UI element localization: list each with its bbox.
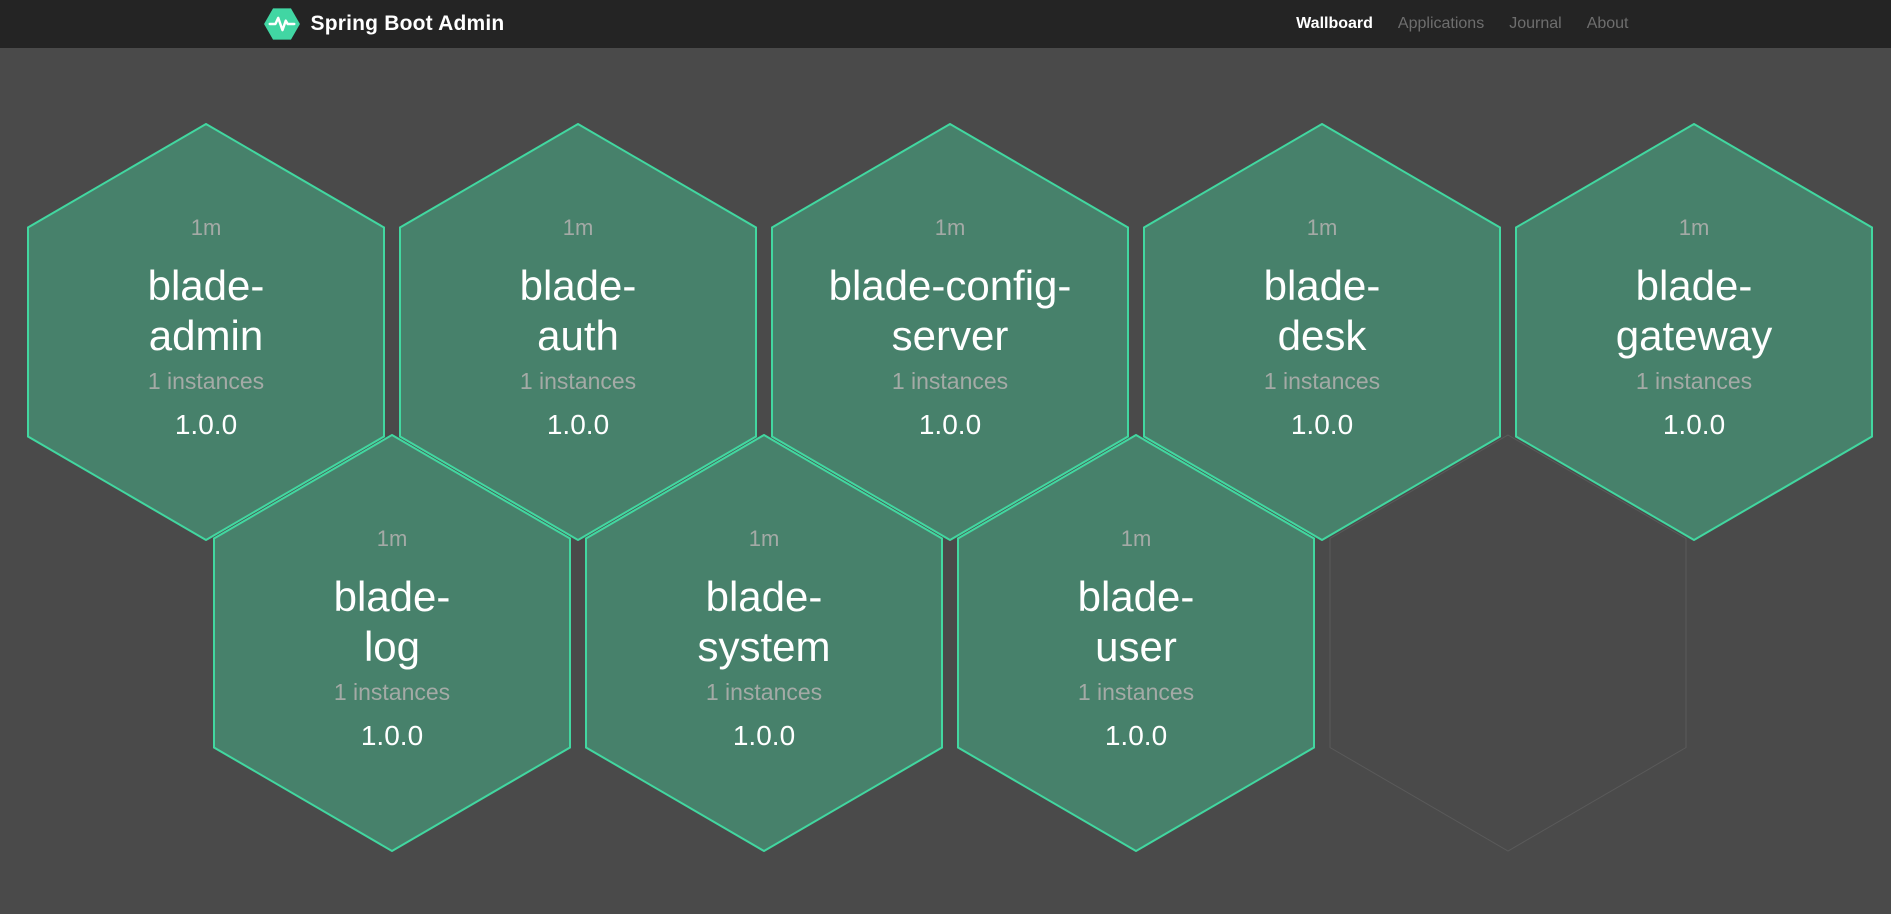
instances-label: 1 instances — [705, 679, 823, 705]
instances-label: 1 instances — [1263, 368, 1381, 394]
wallboard-grid: 1m blade- admin 1 instances 1.0.0 1m bla… — [0, 48, 1891, 914]
app-name: blade- auth — [519, 262, 637, 359]
tile-text: 1m blade- desk 1 instances 1.0.0 — [1142, 123, 1502, 541]
app-hexagon-blade-user[interactable]: 1m blade- user 1 instances 1.0.0 — [956, 434, 1316, 852]
brand-link[interactable]: Spring Boot Admin — [263, 7, 505, 41]
hexagon-shape — [399, 123, 757, 541]
instances-label: 1 instances — [333, 679, 451, 705]
uptime-label: 1m — [1678, 215, 1710, 240]
version-label: 1.0.0 — [1290, 409, 1354, 440]
app-title: Spring Boot Admin — [310, 12, 505, 35]
version-label: 1.0.0 — [360, 720, 424, 751]
version-label: 1.0.0 — [732, 720, 796, 751]
instances-label: 1 instances — [1077, 679, 1195, 705]
nav-item-journal[interactable]: Journal — [1509, 15, 1562, 32]
uptime-label: 1m — [190, 215, 222, 240]
app-name: blade- admin — [147, 262, 265, 359]
version-label: 1.0.0 — [1104, 720, 1168, 751]
app-name: blade- user — [1077, 573, 1195, 670]
hexagon-shape — [771, 123, 1129, 541]
hexagon-outline-shape — [1329, 434, 1687, 852]
hexagon-shape — [957, 434, 1315, 852]
app-name: blade-config- server — [828, 262, 1072, 359]
tile-text: 1m blade- user 1 instances 1.0.0 — [956, 434, 1316, 852]
pulse-hexagon-icon — [263, 8, 300, 40]
hexagon-shape — [213, 434, 571, 852]
app-hexagon-blade-config-server[interactable]: 1m blade-config- server 1 instances 1.0.… — [770, 123, 1130, 541]
hexagon-shape — [585, 434, 943, 852]
app-name: blade- system — [697, 573, 831, 670]
version-label: 1.0.0 — [546, 409, 610, 440]
nav-item-applications[interactable]: Applications — [1397, 15, 1485, 32]
app-hexagon-blade-auth[interactable]: 1m blade- auth 1 instances 1.0.0 — [398, 123, 758, 541]
instances-label: 1 instances — [147, 368, 265, 394]
app-hexagon-blade-admin[interactable]: 1m blade- admin 1 instances 1.0.0 — [26, 123, 386, 541]
top-navbar: Spring Boot Admin Wallboard Applications… — [0, 0, 1891, 48]
version-label: 1.0.0 — [1662, 409, 1726, 440]
navbar-links: Wallboard Applications Journal About — [1296, 15, 1628, 33]
tile-text: 1m blade- gateway 1 instances 1.0.0 — [1514, 123, 1874, 541]
uptime-label: 1m — [376, 526, 408, 551]
app-hexagon-blade-log[interactable]: 1m blade- log 1 instances 1.0.0 — [212, 434, 572, 852]
app-hexagon-blade-gateway[interactable]: 1m blade- gateway 1 instances 1.0.0 — [1514, 123, 1874, 541]
app-name: blade- desk — [1263, 262, 1381, 359]
uptime-label: 1m — [1120, 526, 1152, 551]
instances-label: 1 instances — [519, 368, 637, 394]
tile-text: 1m blade- system 1 instances 1.0.0 — [584, 434, 944, 852]
hexagon-shape — [1515, 123, 1873, 541]
hexagon-shape — [1143, 123, 1501, 541]
version-label: 1.0.0 — [174, 409, 238, 440]
uptime-label: 1m — [562, 215, 594, 240]
hexagon-shape — [27, 123, 385, 541]
tile-text: 1m blade-config- server 1 instances 1.0.… — [770, 123, 1130, 541]
version-label: 1.0.0 — [918, 409, 982, 440]
nav-item-about[interactable]: About — [1586, 15, 1629, 32]
instances-label: 1 instances — [1635, 368, 1753, 394]
uptime-label: 1m — [1306, 215, 1338, 240]
navbar-inner: Spring Boot Admin Wallboard Applications… — [263, 0, 1629, 48]
tile-text: 1m blade- auth 1 instances 1.0.0 — [398, 123, 758, 541]
app-hexagon-blade-desk[interactable]: 1m blade- desk 1 instances 1.0.0 — [1142, 123, 1502, 541]
uptime-label: 1m — [934, 215, 966, 240]
app-name: blade- log — [333, 573, 451, 670]
empty-hexagon-placeholder — [1328, 434, 1688, 852]
nav-item-wallboard[interactable]: Wallboard — [1296, 15, 1373, 32]
tile-text: 1m blade- admin 1 instances 1.0.0 — [26, 123, 386, 541]
instances-label: 1 instances — [891, 368, 1009, 394]
app-hexagon-blade-system[interactable]: 1m blade- system 1 instances 1.0.0 — [584, 434, 944, 852]
tile-text: 1m blade- log 1 instances 1.0.0 — [212, 434, 572, 852]
uptime-label: 1m — [748, 526, 780, 551]
app-name: blade- gateway — [1615, 262, 1773, 359]
